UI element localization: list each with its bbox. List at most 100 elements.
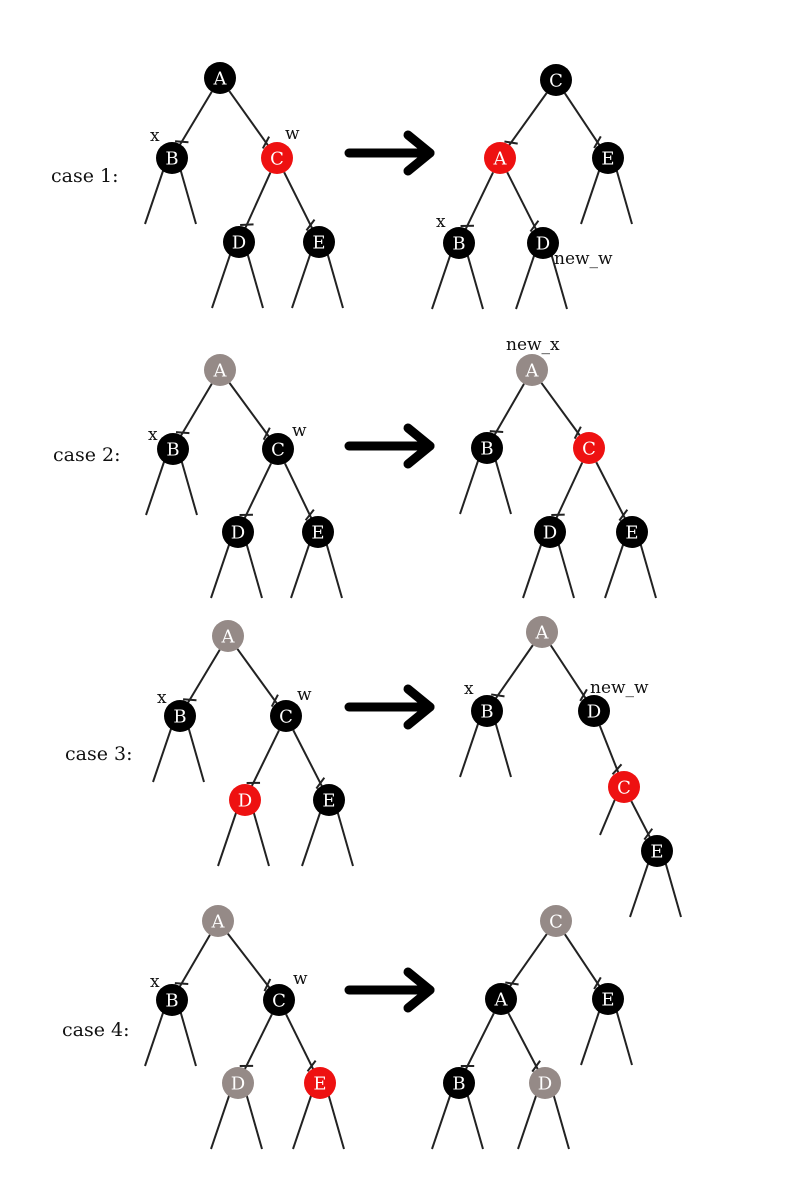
case-3-after-node-d-label: D xyxy=(587,702,601,723)
case-1-before-node-d-right-subtree xyxy=(246,251,264,309)
case-4-before-node-d-circle xyxy=(222,1067,254,1099)
case-2-after-node-b-label: B xyxy=(480,439,493,460)
case-2-before-node-c-circle xyxy=(262,433,294,465)
case-1-after-node-e-circle xyxy=(592,142,624,174)
case-1-after-node-b-label: B xyxy=(452,234,465,255)
case-1-after-node-e-left-subtree xyxy=(580,167,601,225)
case-4-before-edge-a-c-tick xyxy=(263,978,272,992)
case-2-after-edge-a-c xyxy=(540,382,583,439)
case-2-after-node-d: D xyxy=(534,516,566,548)
case-4-after-node-b-label: B xyxy=(452,1074,465,1095)
case-2-before-node-a-circle xyxy=(204,354,236,386)
case-1-before-node-d-circle xyxy=(223,226,255,258)
case-3-before-edge-a-c xyxy=(236,648,280,707)
case-3-before-node-a-label: A xyxy=(221,627,236,648)
case-1-after-edge-c-a xyxy=(506,92,548,149)
case-1-after-node-b-circle xyxy=(443,227,475,259)
case-4-after-node-e-label: E xyxy=(601,990,614,1011)
case-3-before-node-d-label: D xyxy=(238,791,252,812)
case-1-before-note-x: x xyxy=(150,126,160,146)
case-4-after-edge-c-a-tick xyxy=(505,981,519,986)
case-3-after-node-c-label: C xyxy=(617,778,631,799)
case-2-before-node-b-label: B xyxy=(166,440,179,461)
case-2-after-node-b-right-subtree xyxy=(494,457,512,515)
case-3-after-node-c-circle xyxy=(608,771,640,803)
case-3-after-node-e-label: E xyxy=(650,842,663,863)
case-1-before-node-c-label: C xyxy=(270,149,284,170)
case-2-before-edge-a-c xyxy=(228,382,272,440)
case-4-after-node-b-circle xyxy=(443,1067,475,1099)
case-3-before-node-b: B xyxy=(164,700,196,732)
case-1-after-note-x: x xyxy=(436,212,446,232)
case-1-after-edge-a-d-tick xyxy=(529,220,540,233)
case-3-before-node-e-label: E xyxy=(322,791,335,812)
case-4-before-edge-a-c xyxy=(226,933,272,991)
case-3-after-node-c: C xyxy=(608,771,640,803)
case-4-before-edge-c-e-tick xyxy=(306,1060,317,1072)
case-1-label: case 1: xyxy=(51,165,119,187)
case-3-after-node-b-left-subtree xyxy=(459,720,480,778)
case-2-after-node-e-right-subtree xyxy=(639,541,657,599)
case-3-before-node-e: E xyxy=(313,784,345,816)
case-3-after-edge-a-d-tick xyxy=(579,688,588,702)
case-4-before-edge-a-b xyxy=(177,934,211,990)
case-1-after-node-e-label: E xyxy=(601,149,614,170)
case-1-after-edge-c-e xyxy=(564,92,602,148)
case-3-after-edge-a-b-tick xyxy=(491,693,505,698)
case-2-before-node-b-left-subtree xyxy=(145,458,166,516)
case-2-before-edge-a-b-tick xyxy=(175,431,190,435)
case-4-before-node-e-left-subtree xyxy=(292,1092,313,1150)
case-1-before-edge-a-c xyxy=(228,90,271,148)
case-4-after-node-d-label: D xyxy=(538,1074,552,1095)
case-3-after-node-a: A xyxy=(526,616,558,648)
case-2-after-node-c-circle xyxy=(573,432,605,464)
case-3-after-node-b: B xyxy=(471,695,503,727)
case-1-transform-arrow-head xyxy=(403,130,435,176)
case-1-before-node-e-right-subtree xyxy=(326,251,344,309)
case-1-before-edge-c-e xyxy=(283,171,315,231)
case-4-before-node-d-left-subtree xyxy=(210,1092,231,1150)
case-2-after-node-e-circle xyxy=(616,516,648,548)
case-4-before-node-d-right-subtree xyxy=(245,1092,263,1150)
case-3-before-edge-a-b-tick xyxy=(183,698,197,702)
case-3-before-node-b-right-subtree xyxy=(187,725,205,783)
case-3-before-node-e-right-subtree xyxy=(336,809,354,867)
case-1-before-node-b-right-subtree xyxy=(179,167,197,225)
case-2-before-edge-c-d xyxy=(242,462,272,521)
case-3-after-node-b-circle xyxy=(471,695,503,727)
case-4-before-edge-c-e xyxy=(285,1013,316,1072)
case-3-before-edge-a-b xyxy=(185,649,221,706)
case-2-after-node-a-label: A xyxy=(525,361,540,382)
case-4-after-node-c-circle xyxy=(540,905,572,937)
case-3-before-node-e-circle xyxy=(313,784,345,816)
case-3-before-node-b-circle xyxy=(164,700,196,732)
case-4-after-node-c-label: C xyxy=(549,912,563,933)
case-1-after-node-a-circle xyxy=(484,142,516,174)
case-4-transform-arrow-head xyxy=(403,967,435,1013)
case-3-after-node-c-left-subtree xyxy=(599,796,617,836)
case-4-after-node-e-circle xyxy=(592,983,624,1015)
case-2-before-node-e-left-subtree xyxy=(290,541,311,599)
case-1-before-node-a-circle xyxy=(204,62,236,94)
case-1-after-edge-c-e-tick xyxy=(593,135,602,149)
case-1-before-node-d-label: D xyxy=(232,233,246,254)
case-4-after-node-a: A xyxy=(485,983,517,1015)
case-2-before-node-a-label: A xyxy=(213,361,228,382)
case-4-after-edge-c-a xyxy=(507,933,548,989)
case-1-before-node-c-circle xyxy=(261,142,293,174)
case-2-before-edge-c-e xyxy=(284,462,314,521)
case-4-after-node-c: C xyxy=(540,905,572,937)
case-4-before-node-a-label: A xyxy=(211,912,226,933)
case-1-after-node-c-label: C xyxy=(549,71,563,92)
case-2-before-node-c: C xyxy=(262,433,294,465)
case-3-before-edge-c-d xyxy=(249,729,280,789)
case-4-before-note-w: w xyxy=(293,969,308,989)
case-1-before-node-b-label: B xyxy=(165,149,178,170)
case-1-before-node-e: E xyxy=(303,226,335,258)
case-1-after-node-d-label: D xyxy=(536,234,550,255)
case-3-after-node-e: E xyxy=(641,835,673,867)
case-3-before-node-a: A xyxy=(212,620,244,652)
case-2-after-node-c-label: C xyxy=(582,439,596,460)
case-4-after-node-e-left-subtree xyxy=(580,1008,601,1066)
case-4-before-node-e: E xyxy=(304,1067,336,1099)
